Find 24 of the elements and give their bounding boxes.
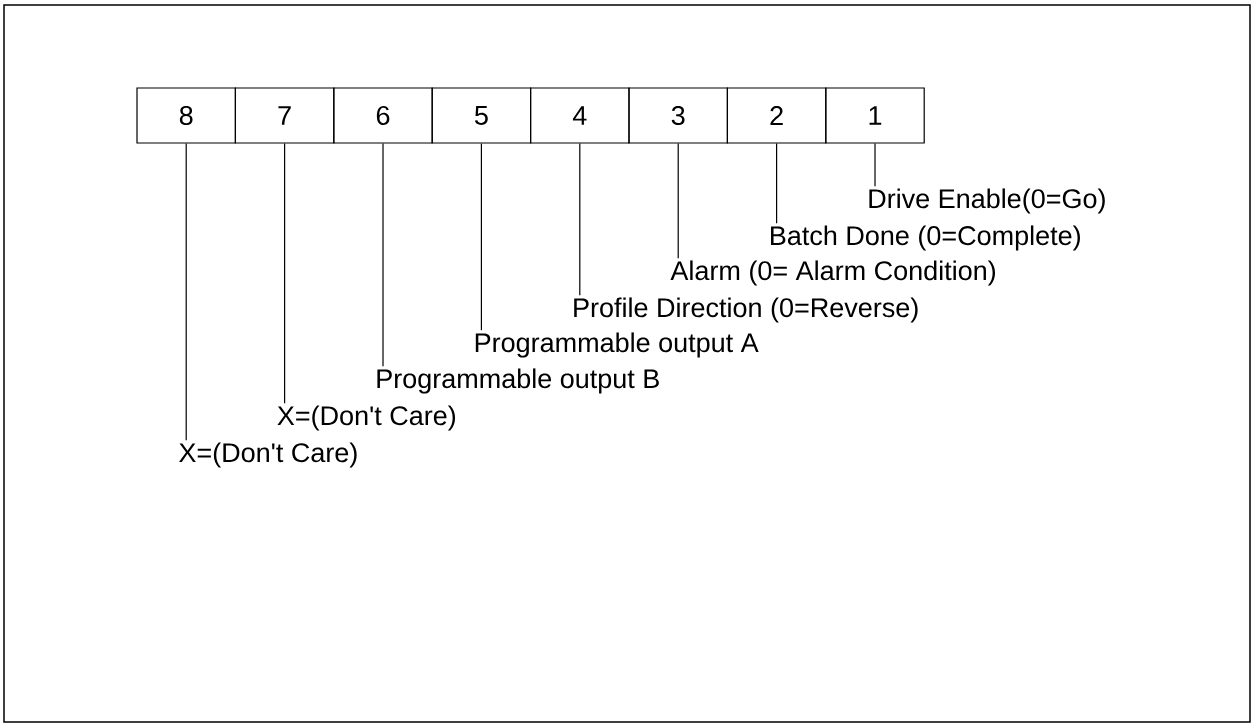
bit-cell: 3 [628,87,728,144]
leader-line [677,143,679,259]
bit-cell: 8 [136,87,236,144]
leader-line [480,143,482,331]
bit-label: Programmable output A [475,332,759,358]
leader-line [284,143,286,404]
leader-line [874,143,876,187]
bit-label: Profile Direction (0=Reverse) [574,297,918,323]
bit-label: Programmable output B [377,368,659,394]
leader-line [185,143,187,441]
bit-label: X=(Don't Care) [179,442,357,468]
leader-line [579,143,581,296]
bit-cell: 1 [825,87,925,144]
bit-cell: 7 [234,87,335,144]
bit-label: Alarm (0= Alarm Condition) [670,260,996,286]
bit-label: Batch Done (0=Complete) [771,225,1080,251]
bit-cell: 6 [333,87,433,144]
bit-label: Drive Enable(0=Go) [869,188,1105,214]
leader-line [382,143,384,367]
bit-cell: 4 [530,87,630,144]
bit-cell: 5 [431,87,532,144]
bit-cell: 2 [726,87,827,144]
bit-label: X=(Don't Care) [277,405,456,431]
leader-line [776,143,778,224]
